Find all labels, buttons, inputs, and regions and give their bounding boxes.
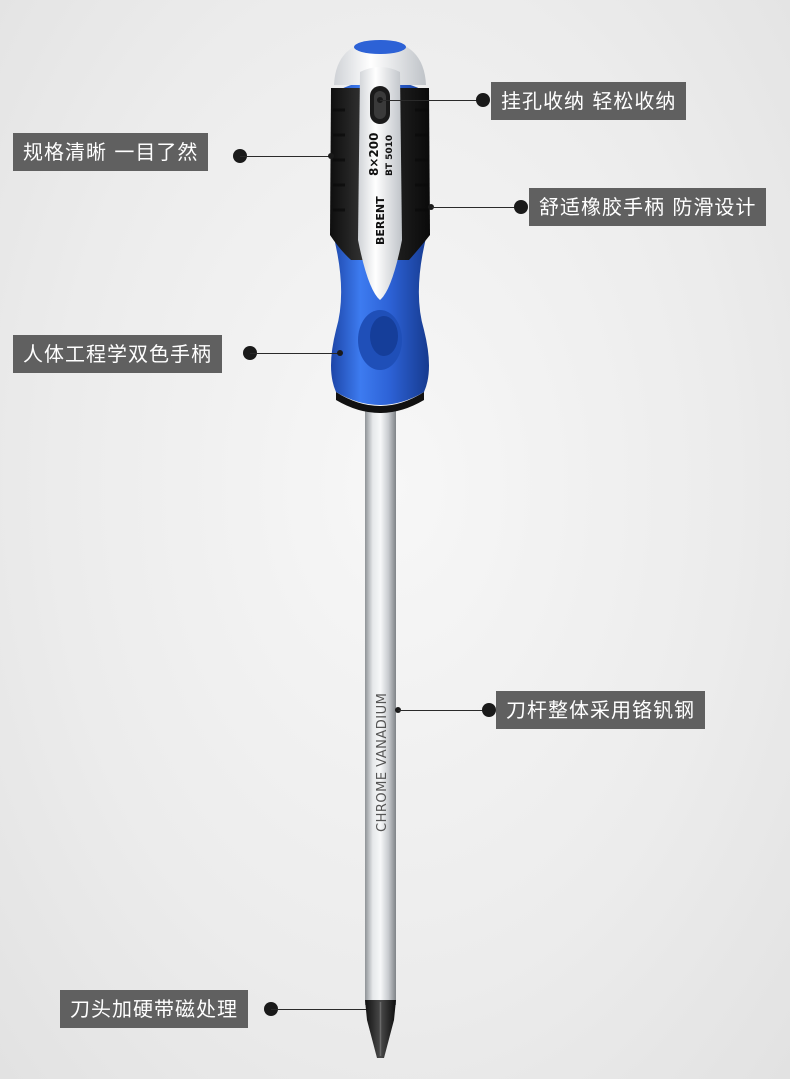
callout-hang-hole: 挂孔收纳 轻松收纳	[491, 82, 687, 120]
handle-top-cap	[334, 40, 426, 85]
callout-shaft: 刀杆整体采用铬钒钢	[496, 691, 705, 729]
shaft-dot	[482, 703, 496, 717]
tip-line	[271, 1009, 366, 1010]
shaft	[365, 405, 396, 1005]
callout-rubber-grip: 舒适橡胶手柄 防滑设计	[529, 188, 767, 226]
brand-text: BERENT	[374, 196, 387, 245]
callout-ergonomic: 人体工程学双色手柄	[13, 335, 222, 373]
callout-tip: 刀头加硬带磁处理	[60, 990, 248, 1028]
model-text: BT 5010	[385, 135, 395, 176]
size-text: 8×200	[367, 133, 381, 176]
clear-spec-line	[240, 156, 332, 157]
handle-bottom-ring	[336, 392, 424, 413]
shaft-line	[398, 710, 486, 711]
rubber-grip-dot	[514, 200, 528, 214]
ergonomic-line	[250, 353, 340, 354]
rubber-grip-line	[432, 207, 516, 208]
label-strip	[358, 67, 402, 300]
hang-hole-line	[380, 100, 483, 101]
hang-hole-dot	[476, 93, 490, 107]
clear-spec-tick	[328, 153, 334, 159]
shaft-text: CHROME VANADIUM	[375, 693, 390, 832]
callout-clear-spec: 规格清晰 一目了然	[13, 133, 209, 171]
rubber-grip-tick	[428, 204, 434, 210]
ergonomic-tick	[337, 350, 343, 356]
